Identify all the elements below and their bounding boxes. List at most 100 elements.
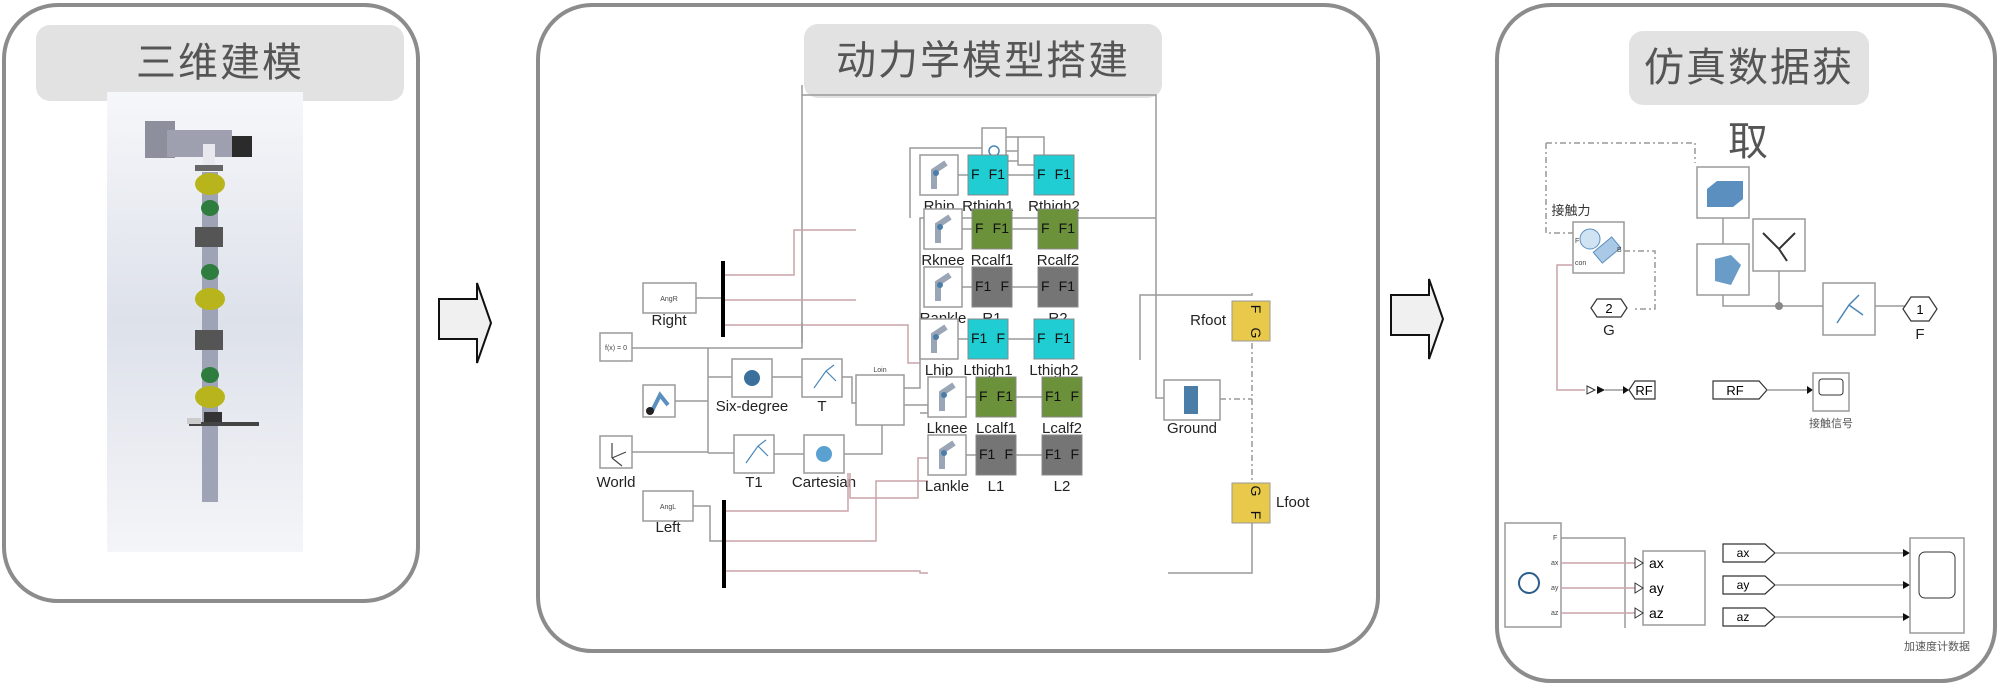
rigid-body-block[interactable] — [1041, 434, 1083, 476]
from-rf-tag: RF — [1726, 383, 1743, 398]
from-tag-label: az — [1737, 610, 1750, 624]
wire — [1139, 293, 1253, 574]
rigid-body-block[interactable] — [967, 318, 1009, 360]
joint-axis-icon — [933, 170, 939, 176]
body-port-left: F1 — [979, 446, 996, 462]
wire — [849, 457, 928, 499]
joint-yellow-2 — [195, 288, 225, 310]
hip-motor-right — [232, 136, 252, 157]
body-port-right: F1 — [993, 220, 1010, 236]
body-label: L1 — [988, 478, 1005, 495]
port-triangle-icon — [1634, 582, 1644, 594]
rigid-body-block[interactable] — [1041, 376, 1083, 418]
revolute-joint-block[interactable] — [927, 434, 967, 476]
body-port-right: F1 — [1055, 166, 1072, 182]
foot-plate — [189, 422, 259, 426]
arrowhead-icon — [1903, 581, 1910, 589]
body-port-left: F1 — [1045, 388, 1062, 404]
joint-label: Lhip — [925, 362, 953, 379]
sphere-icon — [1579, 228, 1601, 250]
g-port-block[interactable] — [1590, 298, 1628, 318]
body-port-left: F — [1041, 220, 1050, 236]
transform-t1-block[interactable] — [733, 434, 775, 474]
body-port-right: F1 — [1055, 330, 1072, 346]
arrowhead-icon — [1807, 386, 1813, 394]
revolute-joint-block[interactable] — [923, 266, 963, 308]
foot-label: Lfoot — [1276, 494, 1310, 511]
body-port-right: F1 — [997, 388, 1014, 404]
six-degree-label: Six-degree — [716, 398, 789, 415]
body-label: Lthigh1 — [963, 362, 1012, 379]
constraint-block[interactable] — [599, 332, 633, 362]
revolute-joint-block[interactable] — [923, 208, 963, 250]
rigid-body-block[interactable] — [1033, 154, 1075, 196]
foot-port-top: F — [1248, 305, 1264, 314]
rigid-body-block[interactable] — [1037, 266, 1079, 308]
t-label: T — [817, 398, 826, 415]
rigid-body-block[interactable] — [975, 376, 1017, 418]
body-port-left: F — [975, 220, 984, 236]
from-tag-block[interactable] — [1722, 575, 1776, 595]
foot-label: Rfoot — [1190, 312, 1227, 329]
joint-green-1 — [201, 200, 219, 216]
loin-body-block[interactable] — [855, 374, 905, 426]
g-port-label: G — [1603, 322, 1615, 339]
from-tag-block[interactable] — [1722, 543, 1776, 563]
body-port-right: F1 — [1059, 278, 1076, 294]
foot-bracket — [204, 412, 222, 422]
contact-port-b: B — [1617, 247, 1622, 254]
t1-label: T1 — [745, 474, 763, 491]
loin-label: Loin — [873, 367, 886, 374]
wire — [1561, 562, 1635, 614]
body-port-left: F — [1041, 278, 1050, 294]
wire — [632, 348, 734, 454]
robot-arm-icon — [649, 391, 670, 414]
right-demux-bar[interactable] — [721, 261, 725, 337]
right-label: Right — [651, 312, 687, 329]
panel-title: 仿真数据获取 — [1629, 31, 1869, 165]
revolute-joint-block[interactable] — [919, 154, 959, 196]
hip-bracket — [195, 165, 223, 171]
panel-title: 三维建模 — [36, 25, 404, 101]
f-port-block[interactable] — [1902, 296, 1938, 322]
left-demux-bar[interactable] — [722, 500, 726, 588]
bus-signal-label: ay — [1649, 580, 1664, 596]
wire — [632, 323, 803, 349]
wire — [772, 376, 856, 404]
contact-port-con: con — [1575, 260, 1586, 267]
reference-frame-block[interactable] — [1752, 218, 1806, 272]
from-tag-block[interactable] — [1722, 607, 1776, 627]
rigid-body-block[interactable] — [1033, 318, 1075, 360]
gauge-icon — [1518, 572, 1540, 594]
foot-block[interactable] — [1231, 482, 1271, 524]
clamp-1 — [195, 227, 223, 247]
rigid-body-block[interactable] — [967, 154, 1009, 196]
revolute-joint-block[interactable] — [927, 376, 967, 418]
arrowhead-icon — [1903, 549, 1910, 557]
rigid-body-block[interactable] — [971, 208, 1013, 250]
rigid-body-block[interactable] — [971, 266, 1013, 308]
simulation-diagram: 接触力 F B con 2 G 1 F RF RF 接触信号 F ax ay a… — [1504, 142, 1970, 653]
transform-t-block[interactable] — [801, 358, 843, 398]
body-port-right: F — [1070, 388, 1079, 404]
bus-creator-block[interactable] — [1642, 550, 1706, 626]
wire — [1561, 537, 1626, 628]
left-angle-input-block[interactable] — [642, 490, 694, 522]
left-label: Left — [655, 519, 681, 536]
joint-axis-icon — [941, 392, 947, 398]
rigid-body-block[interactable] — [1037, 208, 1079, 250]
body-port-left: F — [979, 388, 988, 404]
revolute-joint-block[interactable] — [919, 318, 959, 360]
rigid-transform-block[interactable] — [1822, 282, 1876, 336]
wire — [693, 505, 722, 542]
body-port-left: F — [971, 166, 980, 182]
contact-force-label: 接触力 — [1551, 203, 1590, 219]
bus-selector-block[interactable] — [1017, 136, 1045, 166]
foot-block[interactable] — [1231, 300, 1271, 342]
wire — [726, 480, 928, 542]
wire — [774, 423, 883, 455]
goto-rf-block[interactable] — [1628, 380, 1656, 400]
world-frame-block[interactable] — [599, 435, 633, 469]
from-rf-block[interactable] — [1712, 380, 1768, 400]
joint-axis-icon — [937, 282, 943, 288]
